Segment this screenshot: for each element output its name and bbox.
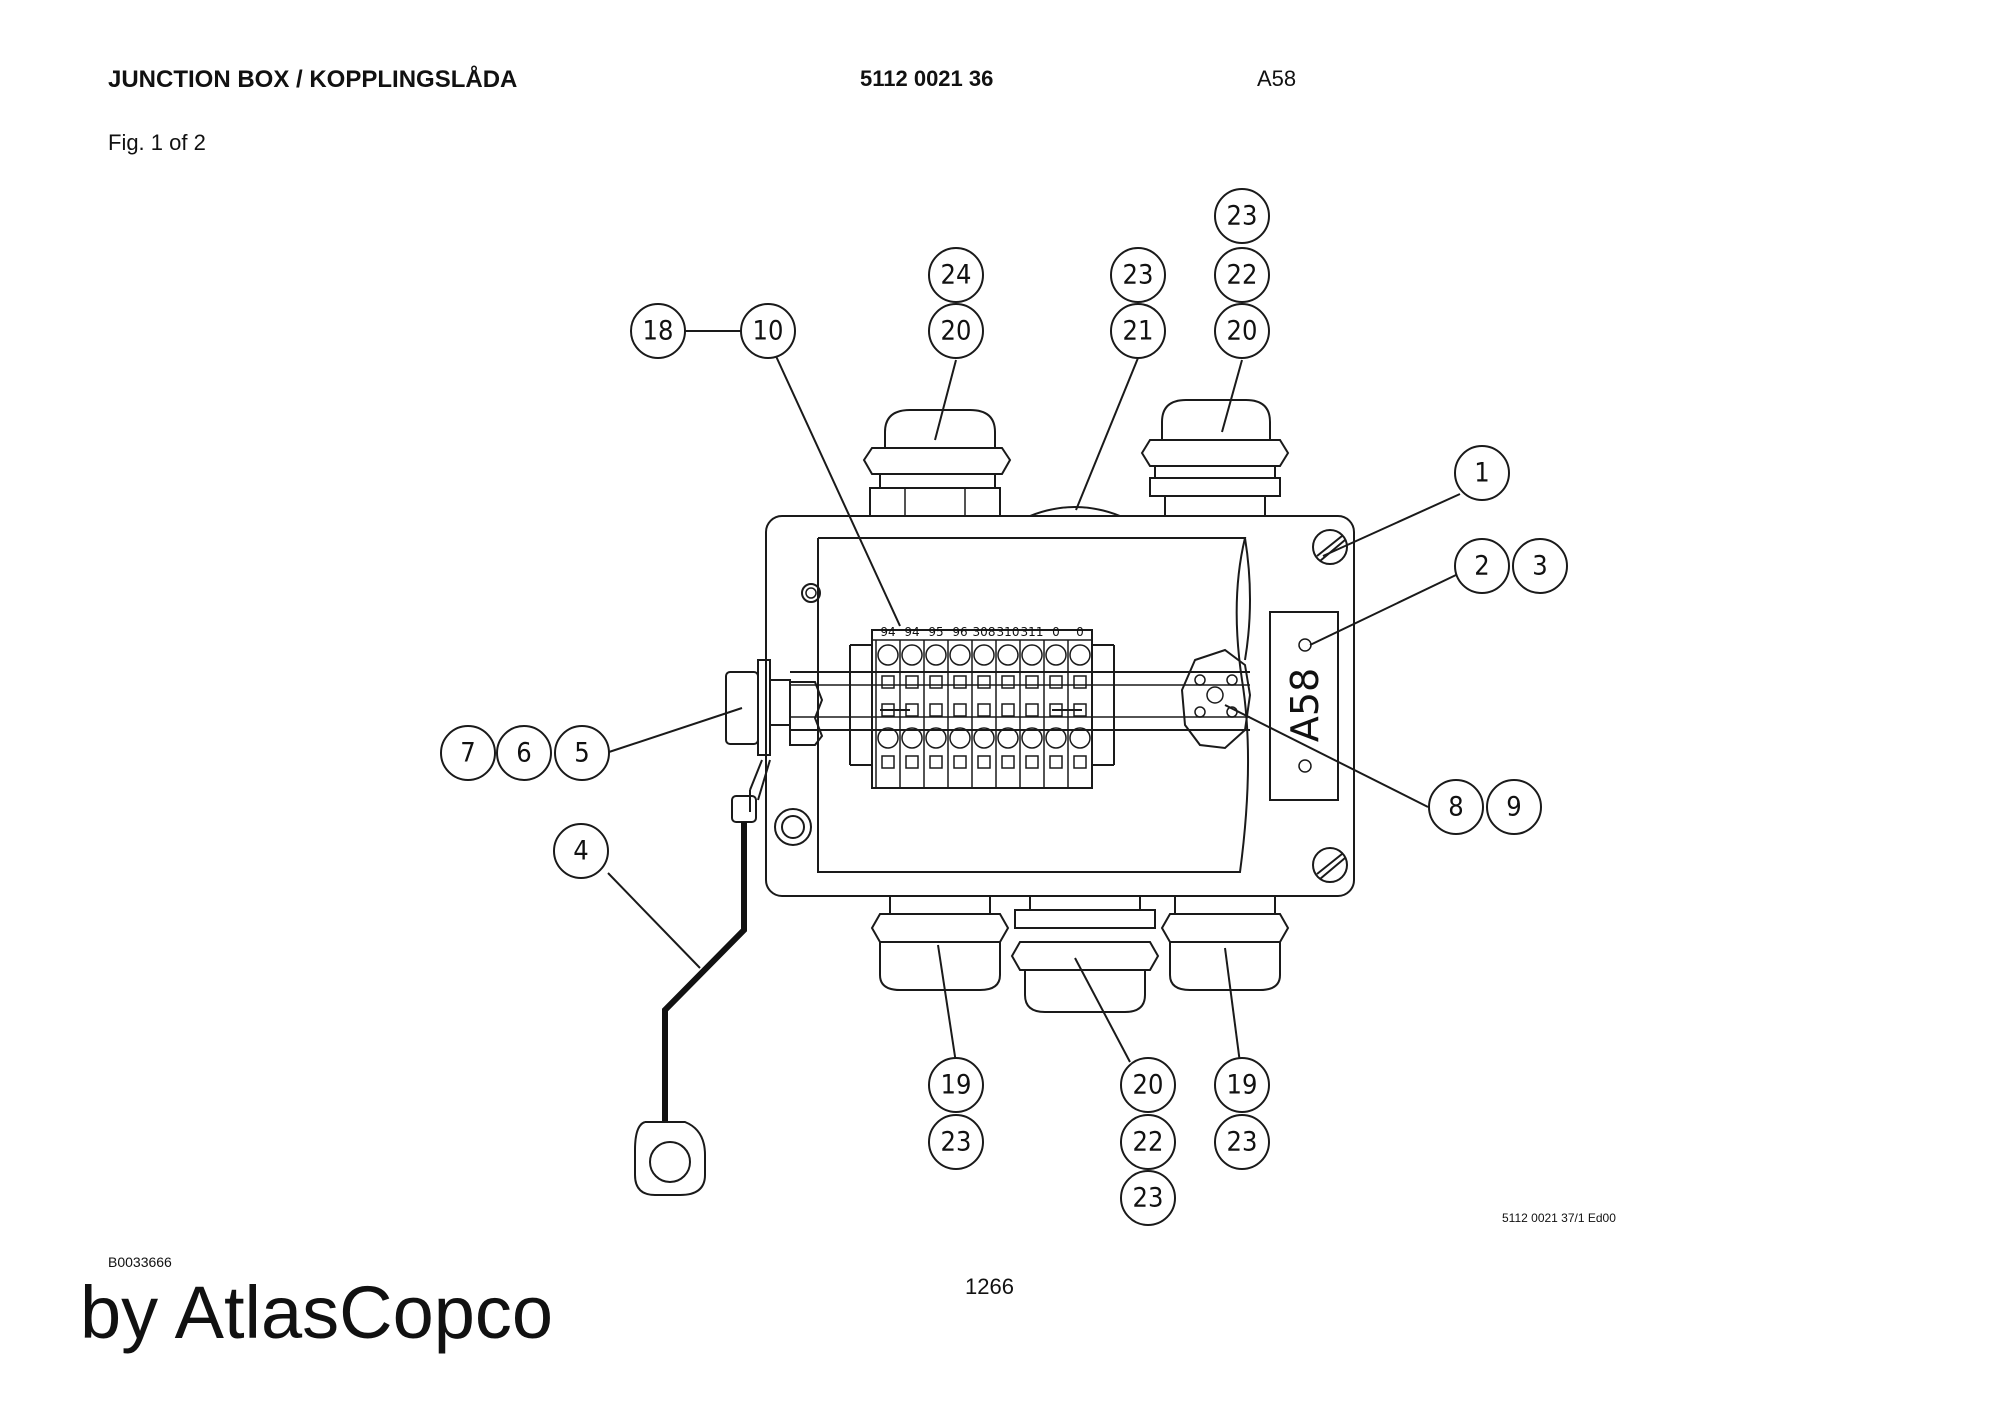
earth-cable <box>634 822 747 1196</box>
terminal-9: 0 <box>1067 625 1091 788</box>
svg-text:5: 5 <box>574 738 589 769</box>
svg-text:21: 21 <box>1123 316 1154 347</box>
cable-gland-bottom-middle <box>1010 895 1160 1013</box>
leader-lines <box>605 330 1461 1064</box>
terminal-1: 94 <box>875 625 899 788</box>
terminal-2: 94 <box>899 625 923 788</box>
svg-text:22: 22 <box>1227 260 1258 291</box>
cable-gland-top-right <box>1140 399 1290 517</box>
callout-19: 19 <box>928 1057 984 1113</box>
callout-23: 23 <box>1214 1114 1270 1170</box>
plate-label: A58 <box>1283 668 1327 742</box>
svg-text:96: 96 <box>952 625 967 639</box>
earth-bolt <box>725 659 824 823</box>
page-title: JUNCTION BOX / KOPPLINGSLÅDA <box>108 66 518 93</box>
callout-23: 23 <box>928 1114 984 1170</box>
breather-vent <box>1029 506 1121 517</box>
callout-2: 2 <box>1454 538 1510 594</box>
component-code: A58 <box>1257 66 1297 91</box>
terminal-3: 95 <box>923 625 947 788</box>
terminal-4: 96 <box>947 625 971 788</box>
svg-text:9: 9 <box>1506 792 1521 823</box>
svg-text:7: 7 <box>460 738 475 769</box>
cable-gland-bottom-left <box>870 895 1010 991</box>
brand-label: by AtlasCopco <box>80 1271 554 1354</box>
svg-text:95: 95 <box>928 625 943 639</box>
callout-20: 20 <box>928 303 984 359</box>
callout-9: 9 <box>1486 779 1542 835</box>
callout-20: 20 <box>1214 303 1270 359</box>
callout-4: 4 <box>553 823 609 879</box>
svg-text:23: 23 <box>941 1127 972 1158</box>
figure-label: Fig. 1 of 2 <box>108 130 206 155</box>
callout-1: 1 <box>1454 445 1510 501</box>
svg-text:3: 3 <box>1532 551 1547 582</box>
page-number: 1266 <box>965 1274 1014 1299</box>
svg-text:20: 20 <box>1133 1070 1164 1101</box>
svg-text:1: 1 <box>1474 458 1489 489</box>
callout-5: 5 <box>554 725 610 781</box>
svg-text:308: 308 <box>973 625 996 639</box>
svg-text:0: 0 <box>1052 625 1060 639</box>
callout-18: 18 <box>630 303 686 359</box>
callout-23: 23 <box>1120 1170 1176 1226</box>
enclosure: A58 <box>765 515 1355 897</box>
callout-22: 22 <box>1120 1114 1176 1170</box>
svg-text:20: 20 <box>1227 316 1258 347</box>
callout-6: 6 <box>496 725 552 781</box>
svg-text:311: 311 <box>1021 625 1044 639</box>
svg-text:310: 310 <box>997 625 1020 639</box>
svg-text:6: 6 <box>516 738 531 769</box>
svg-text:18: 18 <box>643 316 674 347</box>
svg-text:23: 23 <box>1133 1183 1164 1214</box>
svg-text:22: 22 <box>1133 1127 1164 1158</box>
callout-20: 20 <box>1120 1057 1176 1113</box>
document-id: B0033666 <box>108 1254 172 1270</box>
terminal-7: 311 <box>1019 625 1044 788</box>
svg-text:19: 19 <box>1227 1070 1258 1101</box>
svg-text:2: 2 <box>1474 551 1489 582</box>
svg-text:4: 4 <box>573 836 588 867</box>
callout-23: 23 <box>1110 247 1166 303</box>
drawing-reference: 5112 0021 37/1 Ed00 <box>1502 1211 1616 1225</box>
part-number: 5112 0021 36 <box>860 66 994 91</box>
svg-text:19: 19 <box>941 1070 972 1101</box>
svg-text:94: 94 <box>880 625 895 639</box>
svg-text:24: 24 <box>941 260 972 291</box>
callout-22: 22 <box>1214 247 1270 303</box>
callout-19: 19 <box>1214 1057 1270 1113</box>
callout-23: 23 <box>1214 188 1270 244</box>
svg-text:23: 23 <box>1227 1127 1258 1158</box>
terminal-5: 308 <box>971 625 996 788</box>
svg-text:94: 94 <box>904 625 919 639</box>
callout-10: 10 <box>740 303 796 359</box>
svg-text:10: 10 <box>753 316 784 347</box>
svg-text:20: 20 <box>941 316 972 347</box>
terminal-8: 0 <box>1043 625 1067 788</box>
callout-7: 7 <box>440 725 496 781</box>
cable-gland-top-left <box>862 409 1012 517</box>
terminal-6: 310 <box>995 625 1020 788</box>
svg-text:8: 8 <box>1448 792 1463 823</box>
svg-text:0: 0 <box>1076 625 1084 639</box>
callout-21: 21 <box>1110 303 1166 359</box>
callout-24: 24 <box>928 247 984 303</box>
cable-gland-bottom-right <box>1160 895 1290 991</box>
callout-3: 3 <box>1512 538 1568 594</box>
svg-text:23: 23 <box>1227 201 1258 232</box>
callout-8: 8 <box>1428 779 1484 835</box>
connector <box>1180 648 1252 750</box>
svg-text:23: 23 <box>1123 260 1154 291</box>
